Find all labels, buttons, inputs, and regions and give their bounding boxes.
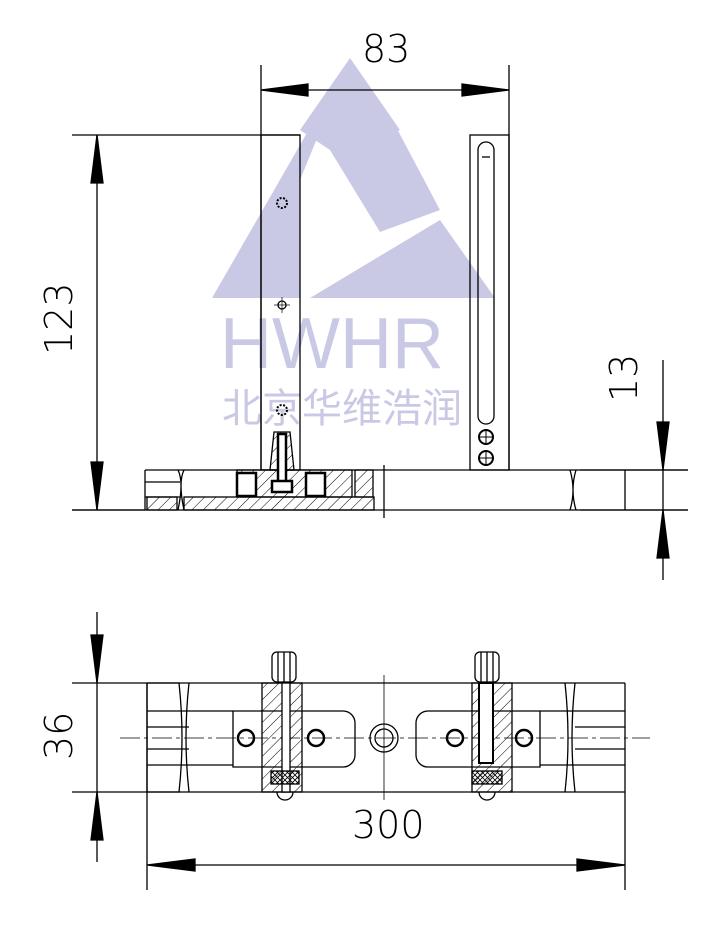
watermark-company: 北京华维浩润 — [222, 387, 462, 431]
front-view — [72, 65, 688, 580]
dimension-83: 83 — [362, 27, 410, 71]
dimension-13: 13 — [602, 354, 646, 402]
top-view — [72, 612, 650, 890]
dimension-123: 123 — [37, 282, 81, 355]
watermark-hwhr: HWHR — [220, 304, 444, 384]
dimension-300: 300 — [352, 803, 425, 847]
watermark-logo: HWHR 北京华维浩润 — [212, 58, 495, 431]
dimension-36: 36 — [37, 712, 81, 760]
